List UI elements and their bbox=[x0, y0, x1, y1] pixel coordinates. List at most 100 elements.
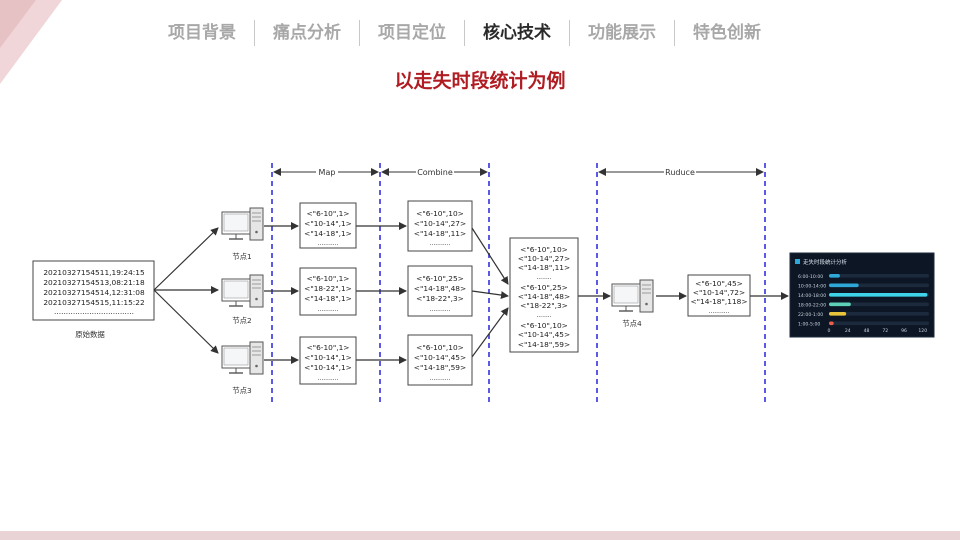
node-label-4: 节点4 bbox=[622, 319, 642, 328]
shuffle-box-line: <"10-14",27> bbox=[518, 254, 570, 263]
chart-bar bbox=[829, 274, 840, 278]
shuffle-box-line: <"14-18",48> bbox=[518, 292, 570, 301]
stage-label-map: Map bbox=[319, 168, 336, 177]
map-box-line: <"10-14",1> bbox=[304, 219, 352, 228]
nav-tab-innovation[interactable]: 特色创新 bbox=[693, 23, 761, 43]
nav-tab-positioning[interactable]: 项目定位 bbox=[378, 23, 446, 43]
map-box-line: <"18-22",1> bbox=[304, 284, 352, 293]
raw-data-line: 20210327154514,12:31:08 bbox=[43, 288, 145, 297]
chart-tick-label: 96 bbox=[901, 328, 907, 334]
chart-bar bbox=[829, 283, 859, 288]
nav-tab-features[interactable]: 功能展示 bbox=[588, 23, 656, 43]
chart-bar-track bbox=[829, 321, 929, 326]
computer-node-4-icon bbox=[611, 279, 654, 313]
combine-box-line: <"10-14",27> bbox=[414, 219, 466, 228]
shuffle-box-line: <"6-10",10> bbox=[520, 321, 568, 330]
page-subtitle: 以走失时段统计为例 bbox=[394, 70, 566, 92]
combine-box bbox=[407, 265, 473, 317]
combine-box-line: <"6-10",25> bbox=[416, 274, 464, 283]
shuffle-box-line: ........ bbox=[536, 274, 551, 281]
chart-category-label: 14:00-18:00 bbox=[798, 293, 826, 299]
map-box-line: <"6-10",1> bbox=[306, 274, 349, 283]
shuffle-box-line: <"6-10",25> bbox=[520, 283, 568, 292]
chart-category-label: 1:00-5:00 bbox=[798, 322, 820, 328]
combine-box bbox=[407, 334, 473, 386]
map-box bbox=[299, 202, 357, 249]
combine-box-line: <"6-10",10> bbox=[416, 343, 464, 352]
computer-node-1-icon bbox=[221, 207, 264, 241]
nav-tab-background[interactable]: 项目背景 bbox=[168, 23, 236, 43]
map-box-line: <"10-14",1> bbox=[304, 363, 352, 372]
nav-divider bbox=[359, 20, 360, 46]
result-chart: 走失时段统计分析 6:00-10:00 10:00-14:00 14:00-18:0… bbox=[789, 252, 935, 338]
map-box bbox=[299, 336, 357, 385]
nav-tab-core-tech[interactable]: 核心技术 bbox=[483, 23, 551, 43]
stage-separators bbox=[271, 163, 766, 402]
map-box-line: ........... bbox=[318, 375, 339, 382]
reduce-box bbox=[687, 274, 751, 317]
chart-tick-label: 120 bbox=[918, 328, 927, 334]
chart-tick-label: 24 bbox=[845, 328, 851, 334]
map-box-line: <"14-18",1> bbox=[304, 229, 352, 238]
raw-data-label: 原始数据 bbox=[75, 330, 105, 339]
raw-data-ellipsis: .................................. bbox=[54, 307, 134, 316]
raw-data-line: 20210327154511,19:24:15 bbox=[43, 268, 145, 277]
reduce-box-line: <"10-14",72> bbox=[693, 288, 745, 297]
shuffle-box-line: <"18-22",3> bbox=[520, 301, 568, 310]
combine-stage: <"6-10",10> <"10-14",27> <"14-18",11> ..… bbox=[407, 200, 473, 386]
stage-label-combine: Combine bbox=[417, 168, 453, 177]
map-box-line: ........... bbox=[318, 240, 339, 247]
chart-bar-track bbox=[829, 312, 929, 316]
shuffle-box-line: <"14-18",11> bbox=[518, 263, 570, 272]
raw-data-lines: 20210327154511,19:24:15 20210327154513,0… bbox=[43, 268, 145, 316]
combine-box-line: ........... bbox=[430, 240, 451, 247]
shuffle-box-line: <"10-14",45> bbox=[518, 330, 570, 339]
chart-category-label: 18:00-22:00 bbox=[798, 303, 826, 309]
stage-label-reduce: Ruduce bbox=[665, 168, 695, 177]
reduce-box-line: <"14-18",118> bbox=[690, 297, 747, 306]
nav-divider bbox=[674, 20, 675, 46]
raw-data-line: 20210327154515,11:15:22 bbox=[43, 298, 144, 307]
chart-category-label: 10:00-14:00 bbox=[798, 284, 826, 290]
computer-node-2-icon bbox=[221, 274, 264, 308]
shuffle-box-line: <"6-10",10> bbox=[520, 245, 568, 254]
chart-tick-label: 48 bbox=[864, 328, 870, 334]
map-box-line: <"14-18",1> bbox=[304, 294, 352, 303]
chart-bar-track bbox=[829, 274, 929, 278]
chart-tick-label: 0 bbox=[828, 328, 831, 334]
shuffle-box bbox=[509, 237, 579, 353]
nav-divider bbox=[254, 20, 255, 46]
combine-box-line: <"6-10",10> bbox=[416, 209, 464, 218]
raw-data-line: 20210327154513,08:21:18 bbox=[43, 278, 145, 287]
nav-divider bbox=[569, 20, 570, 46]
node-label-1: 节点1 bbox=[232, 252, 252, 261]
combine-box-line: ........... bbox=[430, 306, 451, 313]
chart-title: 走失时段统计分析 bbox=[803, 258, 848, 266]
combine-box-line: <"14-18",11> bbox=[414, 229, 466, 238]
combine-box-line: ........... bbox=[430, 375, 451, 382]
reduce-stage: <"6-10",45> <"10-14",72> <"14-18",118> .… bbox=[687, 274, 751, 317]
chart-bar bbox=[829, 312, 847, 316]
top-nav: 项目背景 痛点分析 项目定位 核心技术 功能展示 特色创新 bbox=[150, 18, 810, 48]
combine-box-line: <"14-18",59> bbox=[414, 363, 466, 372]
corner-decoration bbox=[0, 0, 62, 84]
node-label-2: 节点2 bbox=[232, 316, 251, 325]
map-box-line: <"10-14",1> bbox=[304, 353, 352, 362]
combine-box bbox=[407, 200, 473, 252]
chart-title-icon bbox=[795, 259, 800, 264]
map-box-line: <"6-10",1> bbox=[306, 209, 349, 218]
nav-tab-pain-points[interactable]: 痛点分析 bbox=[273, 23, 341, 43]
chart-bar bbox=[829, 321, 834, 326]
chart-bar-track bbox=[829, 302, 929, 307]
chart-bar bbox=[829, 293, 928, 297]
node-label-3: 节点3 bbox=[232, 386, 252, 395]
chart-tick-label: 72 bbox=[882, 328, 888, 334]
combine-box-line: <"18-22",3> bbox=[416, 294, 464, 303]
shuffle-box-line: <"14-18",59> bbox=[518, 340, 570, 349]
map-box-line: ........... bbox=[318, 306, 339, 313]
chart-category-label: 6:00-10:00 bbox=[798, 274, 823, 280]
reduce-box-line: ........... bbox=[709, 308, 730, 315]
combine-box-line: <"14-18",48> bbox=[414, 284, 466, 293]
map-box-line: <"6-10",1> bbox=[306, 343, 349, 352]
